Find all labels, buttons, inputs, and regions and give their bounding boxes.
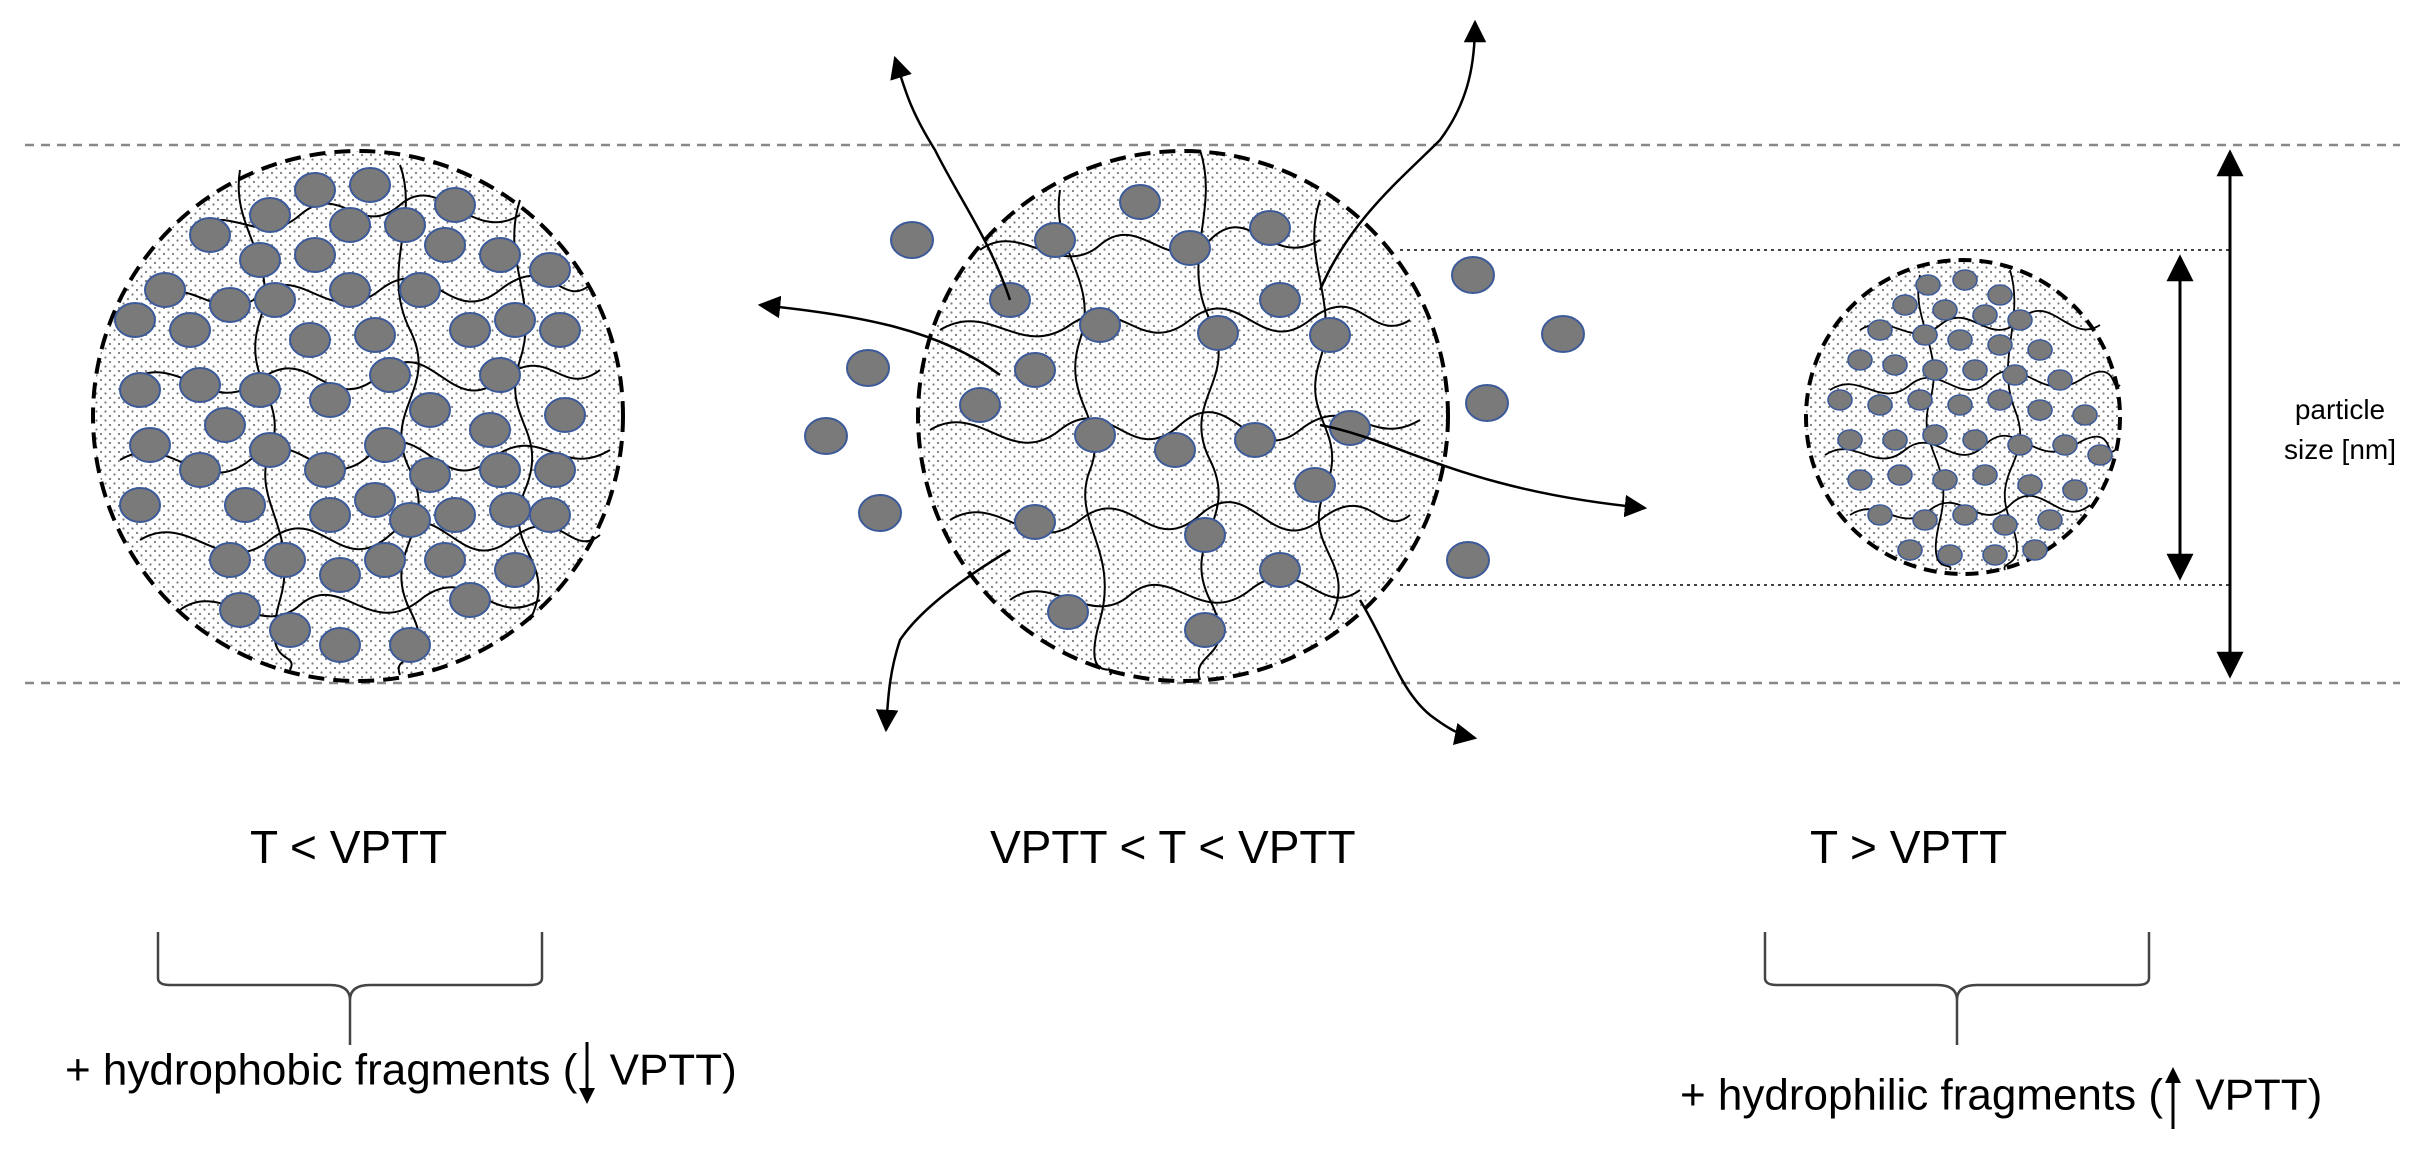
transition-inner-particles: [959, 184, 1371, 648]
arrow-right: [1319, 423, 1648, 518]
note-hydrophobic-suffix: VPTT): [597, 1045, 737, 1095]
particle-small: [1804, 258, 2122, 576]
collapsed-particles: [114, 167, 586, 663]
note-hydrophobic-prefix: + hydrophobic fragments (: [65, 1045, 578, 1095]
arrow-bottom-left: [875, 548, 1011, 733]
particle-transition: [757, 19, 1648, 746]
state-label-right: T > VPTT: [1810, 821, 2008, 873]
released-fragments: [804, 221, 1585, 579]
axis-label-line1: particle: [2294, 394, 2386, 425]
small-particles: [1827, 269, 2113, 566]
arrow-up-icon: [2165, 1067, 2181, 1129]
note-hydrophilic: + hydrophilic fragments ( VPTT): [1680, 1065, 2322, 1131]
arrow-left: [757, 295, 1001, 377]
braces: [156, 932, 2151, 1045]
note-hydrophilic-suffix: VPTT): [2183, 1070, 2323, 1120]
brace-left: [156, 932, 544, 1045]
axis-label: particle size [nm]: [2265, 390, 2415, 470]
transition-shell: [916, 149, 1450, 683]
particle-collapsed: [91, 149, 625, 683]
expulsion-arrows: [757, 19, 1648, 746]
brace-right: [1763, 932, 2151, 1045]
size-arrows: [2166, 149, 2244, 679]
arrow-down-icon: [579, 1042, 596, 1104]
state-label-middle: VPTT < T < VPTT: [990, 821, 1356, 873]
arrow-bottom-right: [1358, 599, 1478, 746]
axis-label-line2: size [nm]: [2283, 434, 2397, 465]
arrow-top-left: [890, 55, 1012, 301]
note-hydrophilic-prefix: + hydrophilic fragments (: [1680, 1070, 2163, 1120]
state-label-left: T < VPTT: [250, 821, 448, 873]
arrow-top-right: [1318, 19, 1487, 291]
guide-lines-inner: [1400, 249, 2230, 586]
note-hydrophobic: + hydrophobic fragments ( VPTT): [65, 1040, 737, 1106]
guide-lines: [25, 143, 2400, 685]
